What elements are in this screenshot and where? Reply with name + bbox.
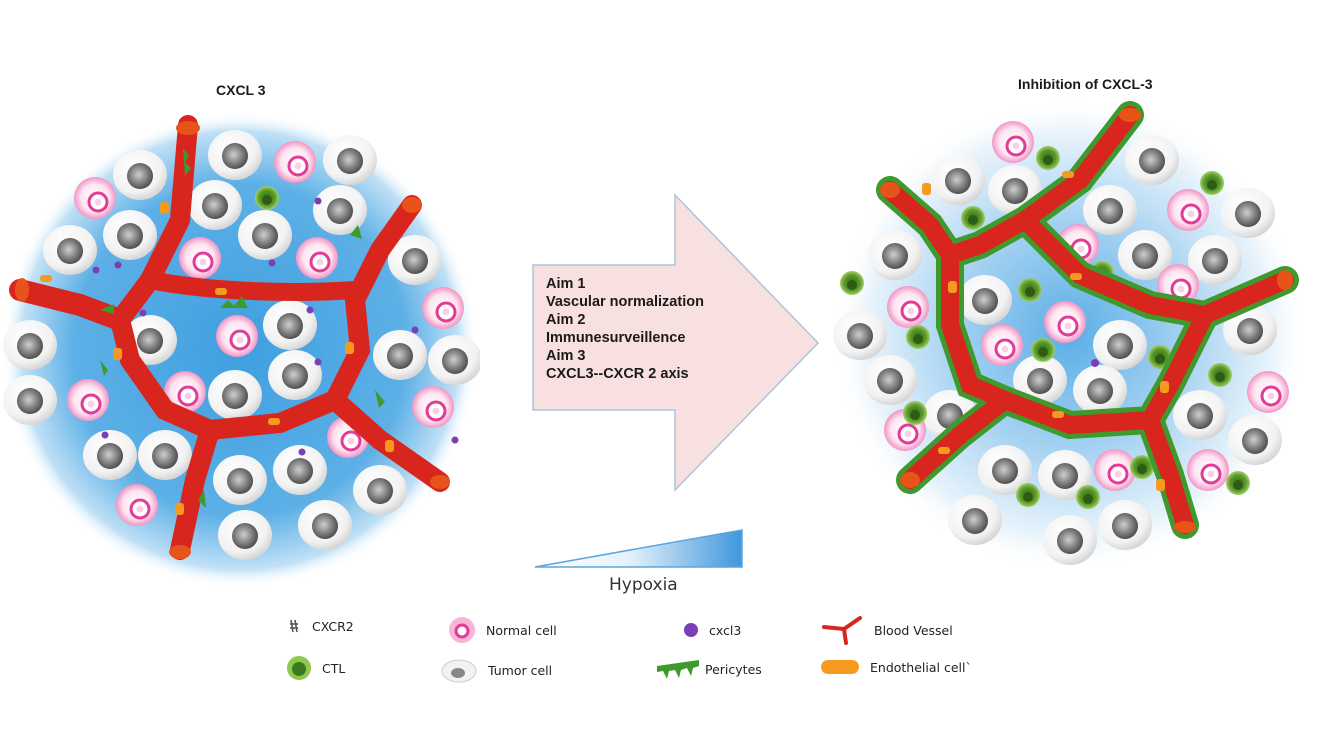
legend-pericytes: Pericytes	[655, 658, 762, 680]
ctl-cell	[255, 186, 279, 210]
ctl-cell-icon	[287, 656, 311, 680]
tumor-microenvironment-cxcl3-inhibited	[832, 97, 1308, 573]
blood-vessel-icon	[822, 616, 862, 645]
left-panel-title: CXCL 3	[216, 82, 266, 98]
legend-cxcr2: CXCR2	[286, 618, 354, 634]
legend-label: CTL	[322, 660, 346, 676]
vessel-ends	[15, 121, 450, 559]
tumor-cell-icon	[441, 659, 477, 683]
legend-label: Pericytes	[705, 661, 762, 677]
cxcr2-receptor-icon	[290, 619, 298, 633]
legend-label: Blood Vessel	[874, 622, 953, 638]
legend-label: Tumor cell	[488, 662, 553, 678]
pericyte-icon	[657, 660, 699, 679]
cxcl3-molecules	[92, 197, 459, 456]
legend-ctl: CTL	[286, 655, 345, 681]
legend-label: CXCR2	[312, 618, 354, 634]
blood-vessel-network	[9, 115, 450, 560]
aim-1-label: Aim 1	[546, 276, 586, 292]
cxcl3-molecule	[1091, 359, 1099, 367]
legend-label: Endothelial cell`	[870, 659, 972, 675]
endothelial-cells	[922, 171, 1169, 491]
legend-endothelial-cell: Endothelial cell`	[820, 658, 972, 676]
aim-1-text: Vascular normalization	[546, 294, 704, 310]
pericytes	[100, 148, 385, 508]
aims-list: Aim 1 Vascular normalization Aim 2 Immun…	[546, 275, 704, 383]
vessel-ends	[880, 108, 1293, 533]
hypoxia-label: Hypoxia	[609, 575, 678, 595]
endothelial-cells	[40, 202, 394, 515]
legend-label: cxcl3	[709, 622, 742, 638]
legend-cxcl3: cxcl3	[683, 622, 741, 638]
endothelial-cell-icon	[821, 660, 859, 674]
aim-3-text: CXCL3--CXCR 2 axis	[546, 366, 689, 382]
blood-vessel-network	[876, 101, 1299, 539]
aim-2-label: Aim 2	[546, 312, 586, 328]
cxcl3-dot-icon	[684, 623, 698, 637]
tumor-microenvironment-cxcl3	[2, 112, 480, 588]
transition-arrow	[532, 193, 820, 492]
aim-2-text: Immunesurveillence	[546, 330, 686, 346]
normal-cell-icon	[449, 617, 475, 643]
hypoxia-gradient-triangle	[534, 529, 743, 568]
aim-3-label: Aim 3	[546, 348, 586, 364]
right-panel-title: Inhibition of CXCL-3	[1018, 76, 1153, 92]
legend-tumor-cell: Tumor cell	[440, 656, 552, 684]
legend-normal-cell: Normal cell	[448, 616, 557, 644]
legend-label: Normal cell	[486, 622, 557, 638]
legend-blood-vessel: Blood Vessel	[822, 615, 953, 645]
